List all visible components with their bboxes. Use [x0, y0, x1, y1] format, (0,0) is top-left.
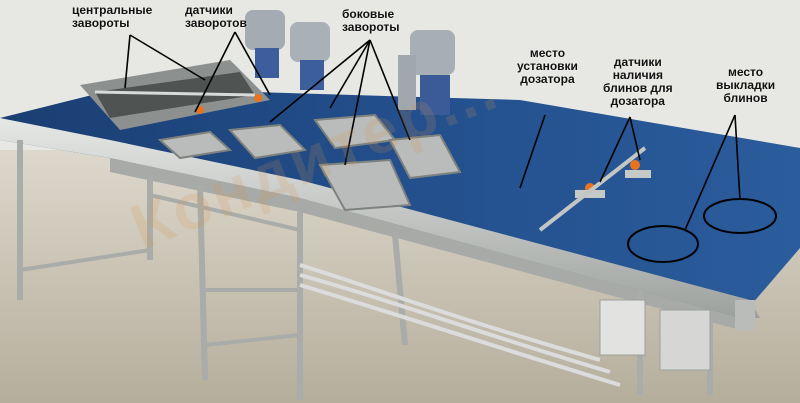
annotation-pointers: [124, 31, 741, 231]
label-layout-place: место выкладки блинов: [716, 65, 776, 105]
label-turner-sensors: датчики заворотов: [185, 3, 247, 30]
end-roller: [735, 300, 755, 330]
dispenser-bar: [538, 146, 647, 232]
conveyor-side-panel-left: [110, 158, 300, 212]
frame-crossbars: [19, 193, 301, 347]
label-dispenser-place: место установки дозатора: [517, 46, 578, 86]
side-turner-plates: [157, 113, 462, 212]
central-turner-units: [80, 60, 270, 130]
label-side-turners: боковые завороты: [342, 7, 400, 34]
motors: [245, 10, 455, 115]
conveyor-front-rail: [0, 118, 760, 318]
layout-place-marker-1: [627, 225, 699, 263]
conveyor-side-panel: [300, 198, 740, 330]
control-box-left: [599, 299, 646, 356]
control-box-right: [659, 309, 711, 371]
label-central-turners: центральные завороты: [72, 3, 153, 30]
cables: [299, 263, 621, 387]
label-pancake-sensors: датчики наличия блинов для дозатора: [603, 55, 673, 108]
